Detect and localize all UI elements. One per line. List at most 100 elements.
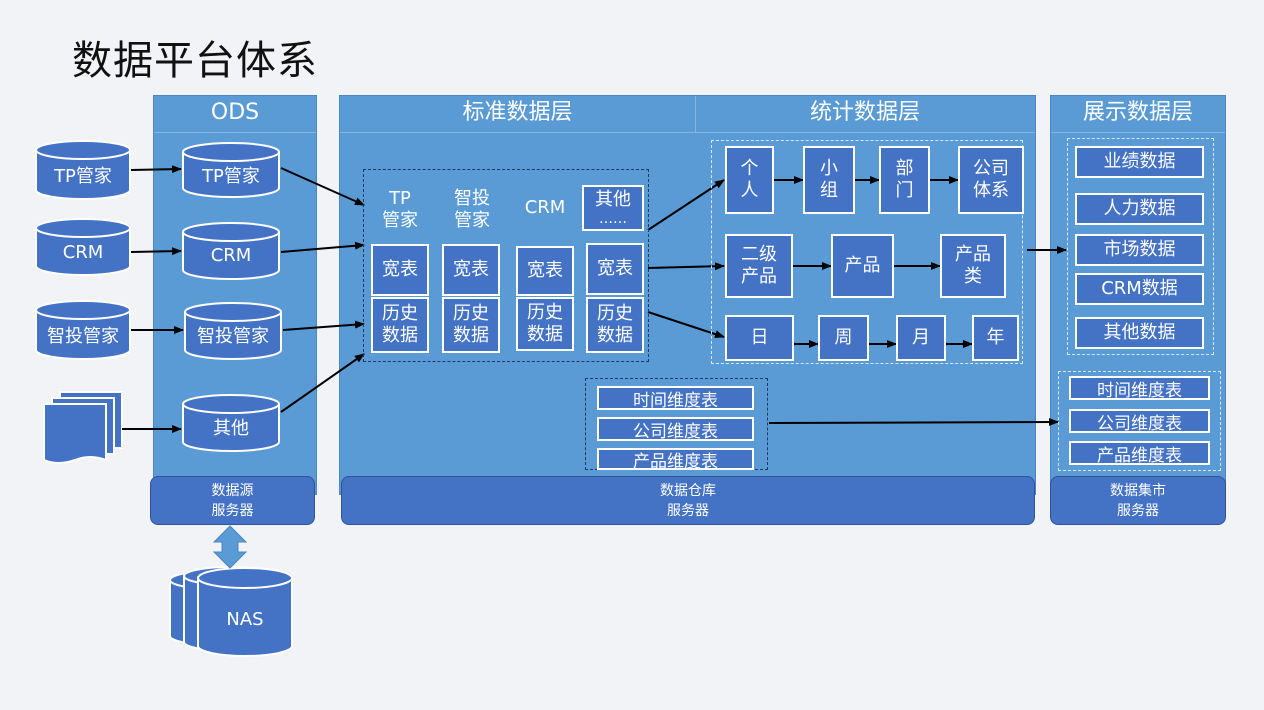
ods-header: ODS bbox=[154, 96, 316, 133]
display-server-line1: 数据集市 bbox=[1110, 482, 1166, 499]
std-dim-product: 产品维度表 bbox=[597, 448, 754, 472]
stats-day: 日 bbox=[725, 315, 794, 361]
source-label-crm: CRM bbox=[62, 241, 104, 263]
wide-table-zt: 宽表 bbox=[442, 244, 500, 296]
document-stack-icon bbox=[43, 391, 123, 464]
wide-table-other: 宽表 bbox=[586, 243, 644, 295]
nas-double-arrow bbox=[212, 525, 248, 569]
display-items-group bbox=[1067, 138, 1214, 355]
stats-person-l1: 个 bbox=[740, 158, 759, 179]
wide-table-crm: 宽表 bbox=[516, 246, 574, 296]
history-data-other: 历史 数据 bbox=[586, 297, 644, 353]
stats-company-l1: 公司 bbox=[973, 158, 1009, 179]
display-item-performance: 业绩数据 bbox=[1075, 146, 1204, 178]
stats-product-category: 产品 类 bbox=[940, 234, 1006, 298]
page-title: 数据平台体系 bbox=[72, 38, 318, 84]
arrow-ods-crm bbox=[280, 241, 365, 253]
arrow-ods-tp bbox=[280, 167, 365, 206]
arrow-ods-zt bbox=[282, 320, 365, 331]
stats-company-l2: 体系 bbox=[973, 180, 1009, 201]
ods-label-tp: TP管家 bbox=[202, 166, 260, 187]
source-cylinder-zt bbox=[35, 300, 131, 360]
stats-team-l1: 小 bbox=[820, 158, 838, 179]
ods-cylinder-zt bbox=[184, 302, 282, 360]
group-label-zt: 智投 管家 bbox=[442, 188, 502, 232]
ods-label-zt: 智投管家 bbox=[197, 326, 269, 347]
history-tp-l1: 历史 bbox=[382, 303, 418, 324]
stats-company: 公司 体系 bbox=[958, 146, 1024, 214]
standard-tables-group bbox=[363, 169, 649, 362]
stats-team-l2: 组 bbox=[820, 180, 838, 201]
group-label-crm: CRM bbox=[515, 197, 575, 219]
stats-dept-l2: 门 bbox=[895, 180, 914, 201]
history-zt-l2: 数据 bbox=[453, 325, 489, 346]
nas-cylinder-stack bbox=[169, 566, 293, 657]
source-label-tp: TP管家 bbox=[54, 166, 112, 187]
display-server: 数据集市 服务器 bbox=[1050, 476, 1226, 525]
source-cylinder-crm bbox=[35, 218, 131, 276]
history-tp-l2: 数据 bbox=[382, 325, 418, 346]
ods-server-line2: 服务器 bbox=[211, 502, 254, 519]
stats-product-category-l1: 产品 bbox=[955, 244, 991, 265]
history-data-zt: 历史 数据 bbox=[442, 297, 500, 353]
group-label-zt-l2: 管家 bbox=[454, 210, 490, 231]
group-label-tp-l2: 管家 bbox=[382, 210, 418, 231]
stats-group bbox=[711, 140, 1023, 364]
stats-product-category-l2: 类 bbox=[964, 266, 982, 287]
wide-table-tp: 宽表 bbox=[371, 244, 429, 296]
arrow-ods-other bbox=[280, 353, 365, 413]
history-crm-l2: 数据 bbox=[527, 324, 563, 345]
history-zt-l1: 历史 bbox=[453, 303, 489, 324]
group-label-tp-l1: TP bbox=[389, 188, 411, 209]
display-dim-time: 时间维度表 bbox=[1069, 376, 1210, 401]
ods-cylinder-other bbox=[182, 394, 280, 452]
source-label-zt: 智投管家 bbox=[47, 326, 119, 347]
stats-person-l2: 人 bbox=[740, 180, 759, 201]
display-dims-group bbox=[1058, 371, 1221, 471]
display-header: 展示数据层 bbox=[1051, 96, 1225, 133]
std-dim-time: 时间维度表 bbox=[597, 386, 754, 411]
stats-year: 年 bbox=[972, 315, 1019, 361]
display-item-other: 其他数据 bbox=[1075, 317, 1204, 349]
display-dim-product: 产品维度表 bbox=[1069, 441, 1210, 466]
standard-header: 标准数据层 bbox=[340, 96, 696, 133]
ods-server-line1: 数据源 bbox=[211, 482, 254, 499]
group-label-other-l1: 其他 bbox=[595, 189, 631, 210]
ods-server: 数据源 服务器 bbox=[150, 476, 315, 525]
stats-week: 周 bbox=[818, 315, 869, 361]
stats-dept-l1: 部 bbox=[895, 158, 914, 179]
stats-header: 统计数据层 bbox=[695, 96, 1035, 133]
std-dim-company: 公司维度表 bbox=[597, 417, 754, 442]
display-server-line2: 服务器 bbox=[1117, 502, 1159, 519]
stats-sub-product-l2: 产品 bbox=[741, 266, 777, 287]
ods-cylinder-crm bbox=[182, 222, 280, 280]
group-label-other: 其他 …… bbox=[582, 185, 644, 231]
arrow-source-crm bbox=[130, 247, 182, 256]
stats-person: 个 人 bbox=[725, 146, 774, 214]
ods-label-crm: CRM bbox=[210, 244, 252, 266]
stats-product-l1: 产品 bbox=[844, 255, 881, 276]
history-data-tp: 历史 数据 bbox=[371, 297, 429, 353]
display-item-hr: 人力数据 bbox=[1075, 193, 1204, 225]
stats-sub-product-l1: 二级 bbox=[741, 244, 777, 265]
group-label-other-l2: …… bbox=[599, 211, 627, 227]
source-cylinder-tp bbox=[35, 140, 131, 200]
group-label-zt-l1: 智投 bbox=[454, 188, 490, 209]
display-item-crm: CRM数据 bbox=[1075, 273, 1204, 305]
warehouse-server-line2: 服务器 bbox=[667, 502, 709, 519]
ods-cylinder-tp bbox=[182, 142, 280, 198]
history-other-l1: 历史 bbox=[597, 303, 633, 324]
group-label-tp: TP 管家 bbox=[370, 188, 430, 232]
warehouse-server-line1: 数据仓库 bbox=[660, 482, 716, 499]
stats-product: 产品 bbox=[831, 234, 894, 298]
history-data-crm: 历史 数据 bbox=[516, 297, 574, 351]
warehouse-server: 数据仓库 服务器 bbox=[341, 476, 1035, 525]
arrow-dims-display bbox=[768, 418, 1059, 427]
ods-label-other: 其他 bbox=[213, 418, 249, 439]
history-crm-l1: 历史 bbox=[527, 302, 563, 323]
nas-label: NAS bbox=[226, 608, 264, 630]
history-other-l2: 数据 bbox=[597, 325, 633, 346]
display-dim-company: 公司维度表 bbox=[1069, 409, 1210, 434]
stats-sub-product: 二级 产品 bbox=[725, 234, 793, 298]
